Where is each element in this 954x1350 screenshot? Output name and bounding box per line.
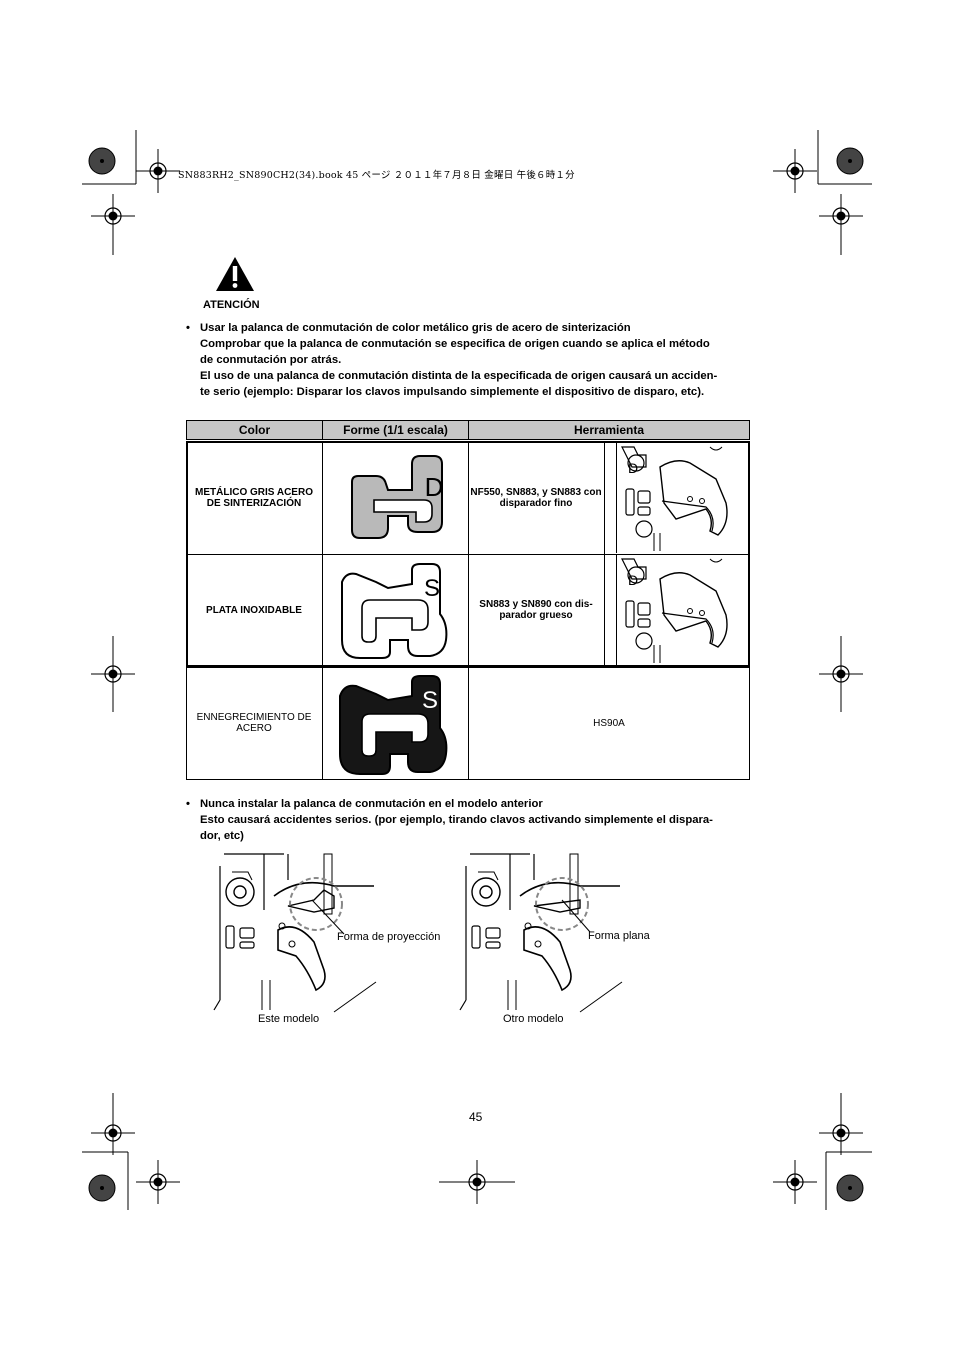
lever-shape-d-icon: D: [351, 455, 444, 539]
bullet1-line3: de conmutación por atrás.: [200, 354, 342, 366]
table-row-2-tool: SN883 y SN890 con dis-parador grueso: [479, 599, 593, 621]
shape-letter: S: [422, 687, 438, 714]
table-row-3-tool: HS90A: [593, 717, 625, 729]
running-header: SN883RH2_SN890CH2(34).book 45 ページ ２０１１年７…: [178, 170, 575, 181]
header-color: Color: [187, 421, 323, 439]
svg-text:D: D: [628, 572, 638, 588]
grid-vline: [604, 441, 605, 666]
bullet1-line2: Comprobar que la palanca de conmutación …: [200, 338, 710, 350]
bullet1-line5: te serio (ejemplo: Disparar los clavos i…: [200, 386, 705, 398]
caption-other-model: Otro modelo: [503, 1013, 564, 1025]
bullet-switch-lever: • Usar la palanca de conmutación de colo…: [186, 320, 786, 400]
table-row-1-color: METÁLICO GRIS ACERO DE SINTERIZACIÓN: [195, 487, 313, 509]
grid-vline: [468, 441, 469, 780]
tool-diagram-2-icon: D: [616, 555, 728, 665]
bullet-previous-model: • Nunca instalar la palanca de conmutaci…: [186, 796, 786, 844]
caption-this-model: Este modelo: [258, 1013, 320, 1025]
warning-label: ATENCIÓN: [203, 299, 260, 311]
callout-flat-shape: Forma plana: [588, 930, 650, 942]
tool-diagram-1-icon: D: [616, 443, 728, 553]
warning-triangle-icon: [216, 257, 254, 291]
bullet2-line1: Nunca instalar la palanca de conmutación…: [200, 798, 543, 810]
other-model-diagram-icon: [459, 853, 623, 1013]
bullet2-line2: Esto causará accidentes serios. (por eje…: [200, 814, 713, 826]
bullet-dot: •: [186, 798, 190, 810]
bullet2-line3: dor, etc): [200, 830, 244, 842]
table-row-1-tool: NF550, SN883, y SN883 con disparador fin…: [470, 487, 602, 509]
shape-letter: S: [424, 575, 440, 602]
header-tool: Herramienta: [573, 423, 645, 437]
table-header: Color Forme (1/1 escala) Herramienta: [186, 420, 750, 440]
this-model-diagram-icon: [213, 853, 377, 1013]
header-shape: Forme (1/1 escala): [323, 421, 469, 439]
lever-shape-s-outline-icon: S: [341, 563, 448, 659]
svg-text:D: D: [628, 460, 638, 476]
table-row-2-color: PLATA INOXIDABLE: [206, 604, 302, 616]
grid-hline: [186, 554, 750, 555]
bullet-dot: •: [186, 322, 190, 334]
bullet1-line4: El uso de una palanca de conmutación dis…: [200, 370, 718, 382]
grid-hline: [186, 666, 750, 668]
lever-shape-s-black-icon: S: [339, 675, 448, 775]
callout-projection-shape: Forma de proyección: [337, 931, 441, 943]
shape-letter: D: [425, 472, 444, 502]
page-number: 45: [469, 1110, 483, 1124]
bullet1-line1: Usar la palanca de conmutación de color …: [200, 322, 631, 334]
grid-vline: [322, 441, 323, 780]
table-row-3-color: ENNEGRECIMIENTO DE ACERO: [196, 712, 312, 734]
